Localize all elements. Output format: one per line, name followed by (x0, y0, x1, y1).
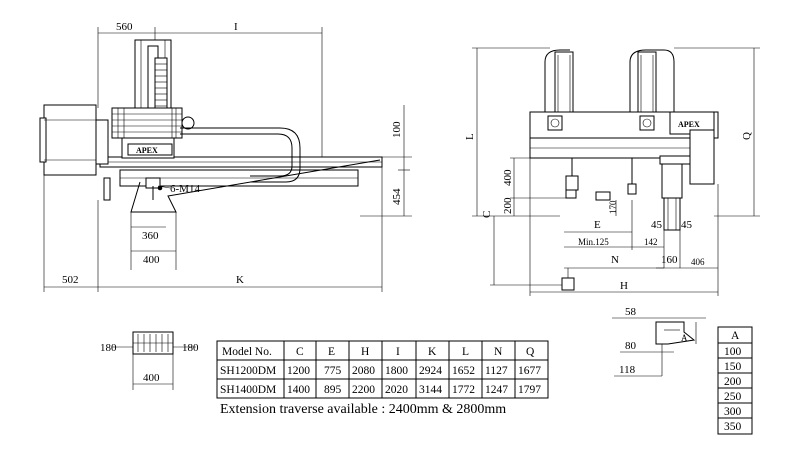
spec-cell: 2200 (352, 384, 375, 396)
dim-45a-label: 45 (651, 219, 663, 231)
spec-cell: 2020 (385, 384, 408, 396)
plate-left-label: 180 (100, 342, 117, 354)
spec-cell: 3144 (419, 384, 442, 396)
front-view: APEX 560 I 100 454 6-M14 360 (39, 21, 412, 292)
dim-C-label: C (481, 211, 493, 218)
dim-45b-label: 45 (681, 219, 693, 231)
spec-header-C: C (296, 346, 304, 358)
carriage-block (111, 107, 183, 139)
a-table-value: 350 (724, 421, 742, 433)
a-table: A 100 150 200 250 300 350 (717, 326, 753, 435)
a-table-value: 100 (724, 346, 742, 358)
spec-header-Q: Q (526, 346, 535, 358)
plate-bottom-label: 400 (143, 372, 160, 384)
plate-right-label: 180 (182, 342, 199, 354)
spec-cell: 775 (324, 365, 342, 377)
a-table-value: 150 (724, 361, 742, 373)
bracket-80-label: 80 (625, 340, 637, 352)
dim-160-label: 160 (661, 254, 678, 266)
a-table-header: A (731, 330, 740, 342)
spec-header-H: H (361, 346, 369, 358)
spec-header-K: K (428, 346, 437, 358)
motor-housing (43, 104, 97, 176)
dim-H-label: H (620, 280, 628, 292)
spec-cell: SH1400DM (220, 384, 276, 396)
dim-400-side-label: 400 (502, 169, 514, 186)
a-table-value: 250 (724, 391, 742, 403)
dim-406-label: 406 (691, 257, 705, 267)
spec-cell: 2080 (352, 365, 375, 377)
dim-100-label: 100 (391, 121, 403, 138)
spec-cell: SH1200DM (220, 365, 276, 377)
bolt-note-label: 6-M14 (170, 183, 200, 195)
dim-200-label: 200 (502, 197, 514, 214)
spec-cell: 895 (324, 384, 342, 396)
spec-header-E: E (328, 346, 335, 358)
spec-cell: 1800 (385, 365, 408, 377)
dim-142-label: 142 (644, 237, 658, 247)
side-view: APEX L Q 400 (464, 47, 760, 296)
extension-note: Extension traverse available : 2400mm & … (220, 402, 506, 417)
spec-cell: 1200 (287, 365, 310, 377)
dim-454-label: 454 (391, 188, 403, 205)
dim-170-label: 170 (608, 200, 618, 214)
bracket-118-label: 118 (619, 364, 636, 376)
dim-L-label: L (464, 133, 476, 140)
spec-cell: 1797 (518, 384, 541, 396)
spec-header-N: N (494, 346, 503, 358)
spec-cell: 1127 (485, 365, 508, 377)
bracket-58-label: 58 (625, 306, 637, 318)
dim-N-label: N (611, 254, 619, 266)
spec-cell: 2924 (419, 365, 442, 377)
spec-cell: 1247 (485, 384, 508, 396)
dim-min125-label: Min.125 (578, 237, 609, 247)
spec-cell: 1772 (452, 384, 475, 396)
cable-loop (180, 127, 301, 183)
spec-cell: 1677 (518, 365, 541, 377)
spec-header-I: I (396, 346, 400, 358)
dim-E-label: E (594, 219, 601, 231)
a-table-value: 300 (724, 406, 742, 418)
bracket-A-label: A (681, 333, 688, 343)
plate-view: 180 180 400 (100, 331, 199, 390)
floor-bracket (561, 277, 575, 291)
spec-cell: 1400 (287, 384, 310, 396)
dim-K-label: K (236, 274, 244, 286)
dim-I-label: I (234, 21, 238, 33)
spec-header-model: Model No. (222, 346, 272, 358)
spec-cell: 1652 (452, 365, 475, 377)
dim-Q-label: Q (741, 132, 753, 140)
bracket-view: 58 A 80 118 (612, 306, 706, 377)
a-table-value: 200 (724, 376, 742, 388)
side-brand-label: APEX (678, 120, 700, 129)
brand-label: APEX (136, 146, 158, 155)
dim-502-label: 502 (62, 274, 79, 286)
gripper-bracket (655, 321, 696, 345)
spec-table: Model No. C E H I K L N Q SH1200DM 1200 … (216, 340, 549, 399)
dim-400-label: 400 (143, 254, 160, 266)
dim-560-label: 560 (116, 21, 133, 33)
dim-360-label: 360 (142, 230, 159, 242)
spec-header-L: L (462, 346, 469, 358)
